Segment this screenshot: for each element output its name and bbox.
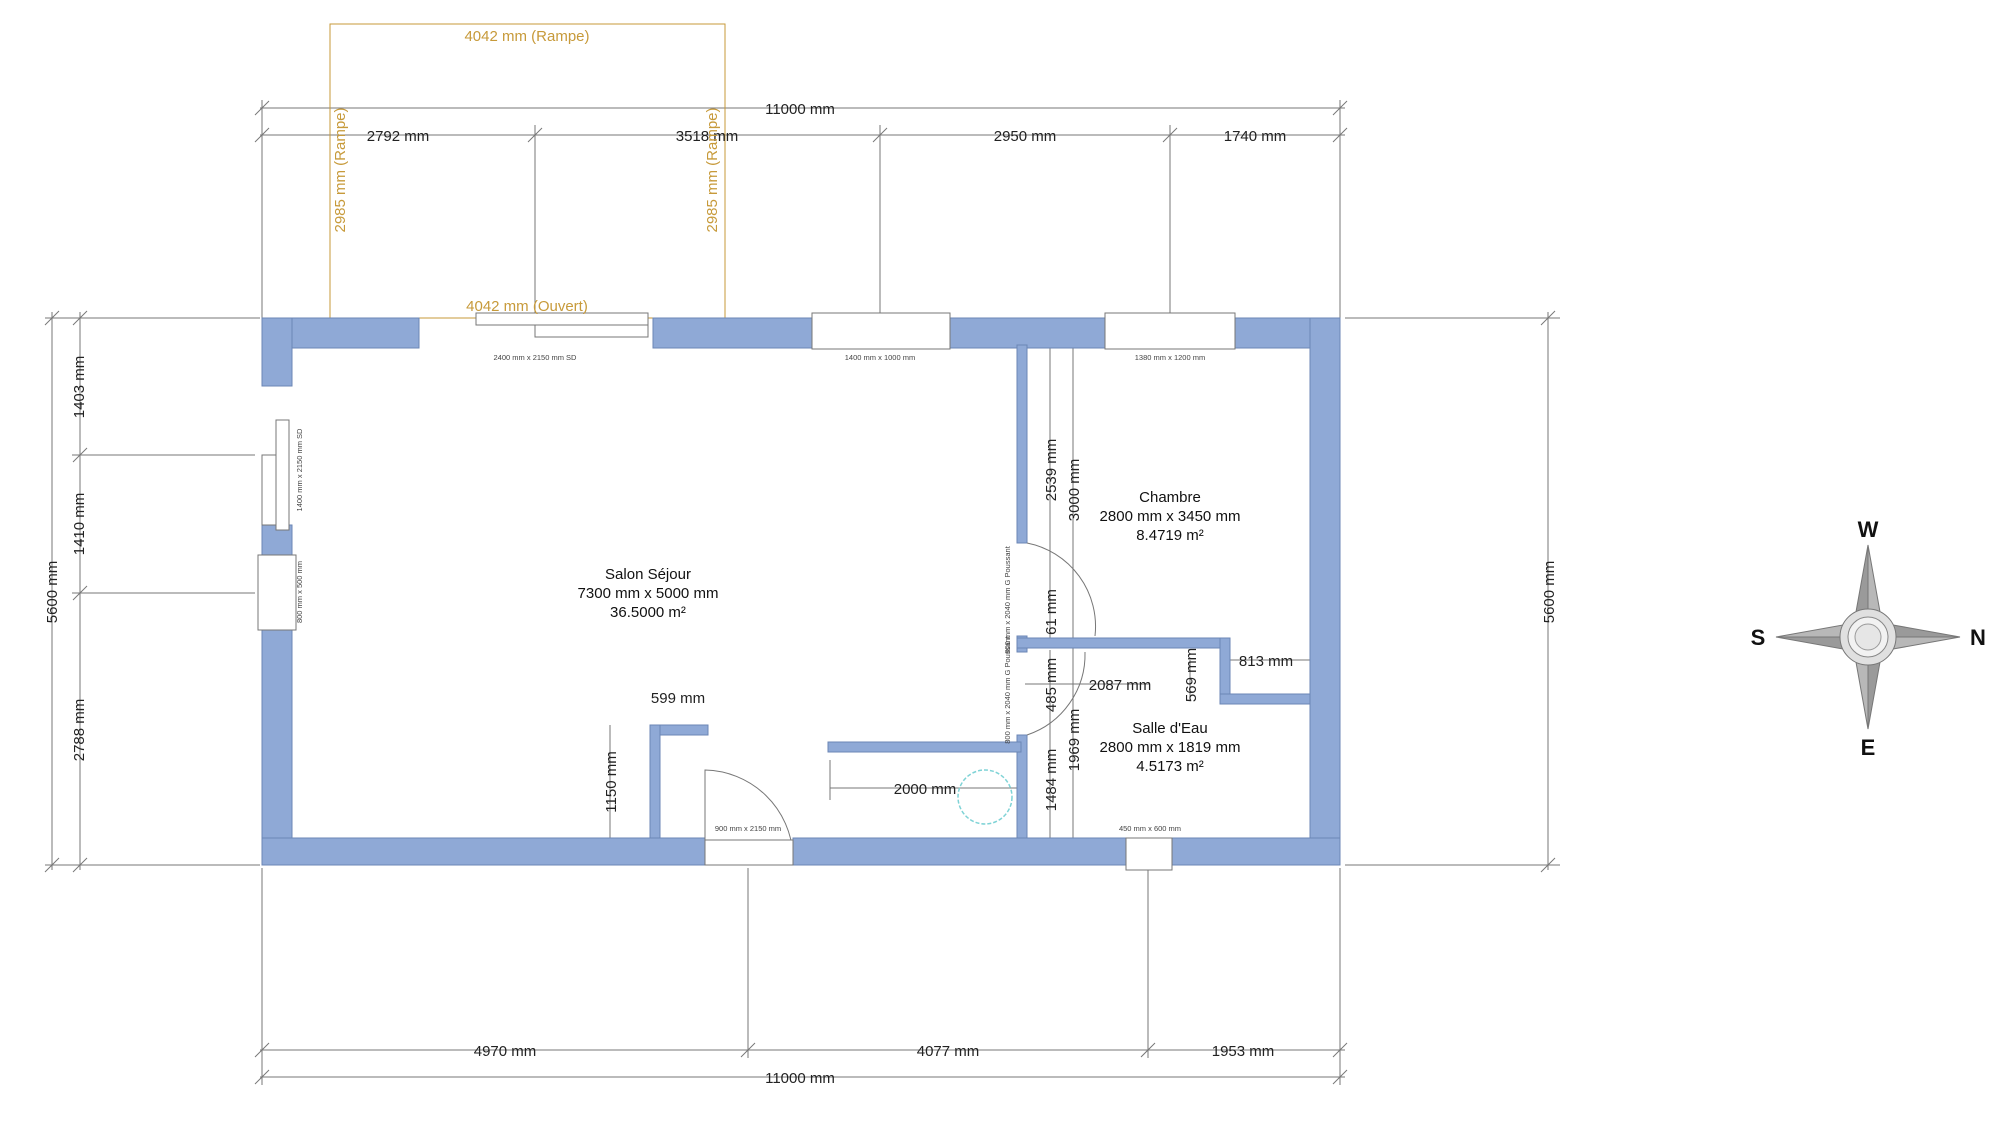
bottom-door-swing [704,769,794,865]
dim-top-seg-4: 1740 mm [1224,128,1287,145]
room-salle-name: Salle d'Eau [1132,720,1207,737]
room-chambre-name: Chambre [1139,489,1201,506]
dim-3000: 3000 mm [1066,459,1083,522]
dim-top-seg-3: 2950 mm [994,128,1057,145]
dim-top-total: 11000 mm [765,101,835,118]
label-left-window-2: 800 mm x 500 mm [295,561,304,623]
dim-2000: 2000 mm [894,781,957,798]
terrace-top-label: 4042 mm (Rampe) [464,28,589,45]
dim-1969: 1969 mm [1066,709,1083,772]
label-bottom-door: 900 mm x 2150 mm [715,824,781,833]
dim-1150: 1150 mm [603,751,620,812]
dim-right-total: 5600 mm [1541,561,1558,624]
room-salon-name: Salon Séjour [605,566,691,583]
left-window-1 [275,419,290,531]
label-inner-door-2: 800 mm x 2040 mm G Poussant [1003,635,1012,743]
dim-599: 599 mm [651,690,705,707]
terrace-labels: 4042 mm (Rampe) 4042 mm (Ouvert) 2985 mm… [332,28,721,315]
walls [261,317,1341,866]
terrace-right-label: 2985 mm (Rampe) [704,107,721,232]
washbasin-icon [957,769,1013,825]
dim-left-seg-3: 2788 mm [71,699,88,762]
compass-south: S [1751,625,1766,650]
dim-813: 813 mm [1239,653,1293,670]
dimension-labels: 11000 mm 2792 mm 3518 mm 2950 mm 1740 mm… [44,101,1558,1087]
dim-top-seg-2: 3518 mm [676,128,739,145]
room-chambre-area: 8.4719 m² [1136,527,1204,544]
dim-2539: 2539 mm [1043,439,1060,502]
top-window-2 [811,312,951,350]
top-window-3 [1104,312,1236,350]
room-salle-size: 2800 mm x 1819 mm [1100,739,1241,756]
opening-labels: 2400 mm x 2150 mm SD 1400 mm x 1000 mm 1… [295,353,1205,833]
compass-west: W [1858,517,1879,542]
dim-left-seg-2: 1410 mm [71,493,88,556]
dim-569: 569 mm [1183,648,1200,702]
label-bottom-window: 450 mm x 600 mm [1119,824,1181,833]
room-salon-area: 36.5000 m² [610,604,686,621]
dim-1484: 1484 mm [1043,749,1060,812]
dim-top-seg-1: 2792 mm [367,128,430,145]
dim-61: 61 mm [1043,589,1060,635]
room-salon-size: 7300 mm x 5000 mm [578,585,719,602]
bottom-window [1125,837,1173,871]
dim-bottom-seg-2: 4077 mm [917,1043,980,1060]
label-inner-door-1: 800 mm x 2040 mm G Poussant [1003,545,1012,653]
terrace-left-label: 2985 mm (Rampe) [332,107,349,232]
dim-bottom-seg-1: 4970 mm [474,1043,537,1060]
dim-left-seg-1: 1403 mm [71,356,88,419]
compass-east: E [1861,735,1876,760]
dim-bottom-total: 11000 mm [765,1070,835,1087]
dimension-lines [44,100,1560,1085]
dim-485: 485 mm [1043,658,1060,712]
dim-left-total: 5600 mm [44,561,61,624]
label-top-window-1: 2400 mm x 2150 mm SD [494,353,578,362]
room-salle-area: 4.5173 m² [1136,758,1204,775]
compass-north: N [1970,625,1986,650]
label-left-window-1: 1400 mm x 2150 mm SD [295,428,304,512]
dim-2087: 2087 mm [1089,677,1152,694]
compass-rose-icon: W E S N [1751,517,1986,760]
label-top-window-3: 1380 mm x 1200 mm [1135,353,1205,362]
terrace-outline [329,23,726,319]
room-labels: Salon Séjour 7300 mm x 5000 mm 36.5000 m… [578,489,1241,775]
openings [257,312,1236,871]
left-window-2 [257,554,297,631]
label-top-window-2: 1400 mm x 1000 mm [845,353,915,362]
terrace-bottom-label: 4042 mm (Ouvert) [466,298,588,315]
room-chambre-size: 2800 mm x 3450 mm [1100,508,1241,525]
dim-bottom-seg-3: 1953 mm [1212,1043,1275,1060]
